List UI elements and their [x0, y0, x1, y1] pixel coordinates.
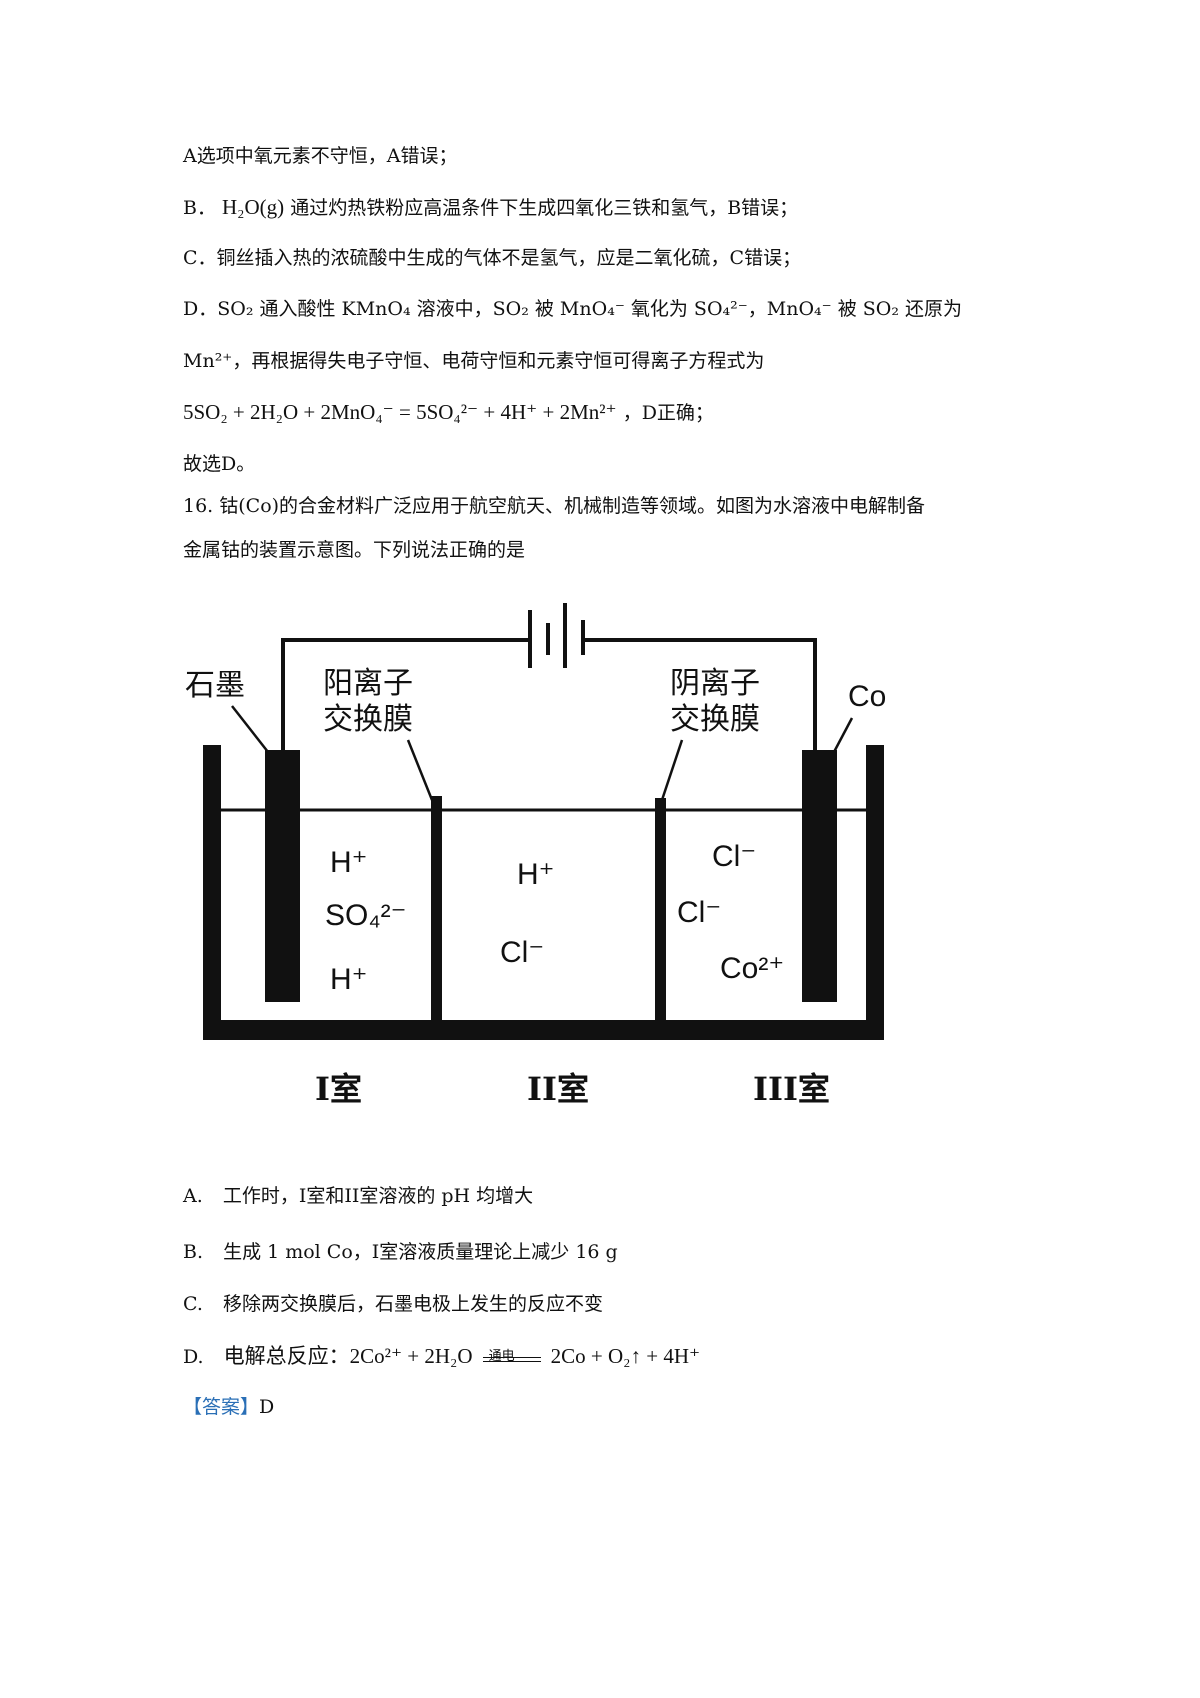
graphite-label: 石墨 — [185, 668, 245, 703]
cobalt-electrode — [802, 750, 837, 1002]
anion-membrane-label-1: 阴离子 — [670, 666, 760, 701]
analysis-d-line2: Mn²⁺，再根据得失电子守恒、电荷守恒和元素守恒可得离子方程式为 — [183, 350, 765, 372]
analysis-conclusion: 故选D。 — [183, 453, 256, 475]
cation-membrane-label-2: 交换膜 — [323, 702, 413, 737]
room2-ion-1: H⁺ — [517, 858, 555, 891]
leader-graphite — [231, 705, 269, 753]
battery-icon — [528, 603, 585, 668]
room1-ion-3: H⁺ — [330, 963, 368, 996]
option-d-products: 2Co + O₂↑ + 4H⁺ — [550, 1344, 701, 1368]
option-c: C. 移除两交换膜后，石墨电极上发生的反应不变 — [183, 1290, 603, 1318]
analysis-d-tail: ，D正确； — [622, 402, 714, 424]
analysis-d-equation: 5SO₂ + 2H₂O + 2MnO₄⁻ = 5SO₄²⁻ + 4H⁺ + 2M… — [183, 400, 617, 424]
room-label-2: II室 — [527, 1070, 589, 1108]
electrolysis-tank — [203, 745, 884, 1040]
room-label-3: III室 — [753, 1070, 830, 1108]
question-stem-line1: 16. 钴(Co)的合金材料广泛应用于航空航天、机械制造等领域。如图为水溶液中电… — [183, 495, 926, 517]
option-b-text: 生成 1 mol Co，I室溶液质量理论上减少 16 g — [223, 1241, 618, 1263]
wire-left — [281, 638, 530, 750]
option-b: B. 生成 1 mol Co，I室溶液质量理论上减少 16 g — [183, 1238, 618, 1266]
leader-anion-membrane — [660, 739, 684, 801]
leader-cobalt — [832, 717, 854, 753]
cobalt-label: Co — [848, 680, 886, 713]
answer-tag: 【答案】 — [183, 1396, 260, 1418]
option-a: A. 工作时，I室和II室溶液的 pH 均增大 — [183, 1182, 533, 1210]
room2-ion-2: Cl⁻ — [500, 936, 544, 969]
option-d-text: 电解总反应：2Co²⁺ + 2H₂O — [223, 1344, 473, 1368]
leader-cation-membrane — [406, 739, 434, 801]
analysis-d-line1: D．SO₂ 通入酸性 KMnO₄ 溶液中，SO₂ 被 MnO₄⁻ 氧化为 SO₄… — [183, 298, 963, 320]
analysis-b-prefix: B． — [183, 197, 216, 219]
option-d: D. 电解总反应：2Co²⁺ + 2H₂O 通电 2Co + O₂↑ + 4H⁺ — [183, 1342, 700, 1371]
anion-exchange-membrane — [655, 798, 666, 1024]
anion-membrane-label-2: 交换膜 — [670, 702, 760, 737]
electrolysis-diagram: 石墨 阳离子 交换膜 阴离子 交换膜 Co H⁺ SO₄²⁻ H⁺ H⁺ Cl⁻… — [185, 603, 886, 1108]
wire-right — [583, 638, 817, 750]
analysis-b-text: 通过灼热铁粉应高温条件下生成四氧化三铁和氢气，B错误； — [290, 197, 799, 219]
room1-ion-2: SO₄²⁻ — [325, 899, 406, 932]
cation-exchange-membrane — [431, 796, 442, 1024]
answer: 【答案】D — [183, 1393, 274, 1421]
analysis-c: C．铜丝插入热的浓硫酸中生成的气体不是氢气，应是二氧化硫，C错误； — [183, 247, 802, 269]
cation-membrane-label-1: 阳离子 — [323, 666, 413, 701]
option-c-label: C. — [183, 1293, 203, 1315]
room1-ion-1: H⁺ — [330, 846, 368, 879]
question-stem-line2: 金属钴的装置示意图。下列说法正确的是 — [183, 539, 526, 561]
room3-ion-1: Cl⁻ — [712, 840, 756, 873]
analysis-b-formula: H₂O(g) — [222, 195, 285, 219]
option-a-text: 工作时，I室和II室溶液的 pH 均增大 — [222, 1185, 534, 1207]
graphite-electrode — [265, 750, 300, 1002]
option-a-label: A. — [183, 1185, 203, 1207]
analysis-d-equation-line: 5SO₂ + 2H₂O + 2MnO₄⁻ = 5SO₄²⁻ + 4H⁺ + 2M… — [183, 398, 714, 427]
option-d-condition: 通电 — [488, 1349, 515, 1364]
answer-value: D — [259, 1396, 275, 1418]
option-d-label: D. — [183, 1346, 204, 1368]
analysis-b: B． H₂O(g) 通过灼热铁粉应高温条件下生成四氧化三铁和氢气，B错误； — [183, 193, 798, 222]
option-c-text: 移除两交换膜后，石墨电极上发生的反应不变 — [222, 1293, 603, 1315]
option-b-label: B. — [183, 1241, 204, 1263]
room-label-1: I室 — [315, 1070, 362, 1108]
analysis-a: A选项中氧元素不守恒，A错误； — [183, 145, 458, 167]
room3-ion-3: Co²⁺ — [720, 952, 784, 985]
room3-ion-2: Cl⁻ — [677, 896, 721, 929]
